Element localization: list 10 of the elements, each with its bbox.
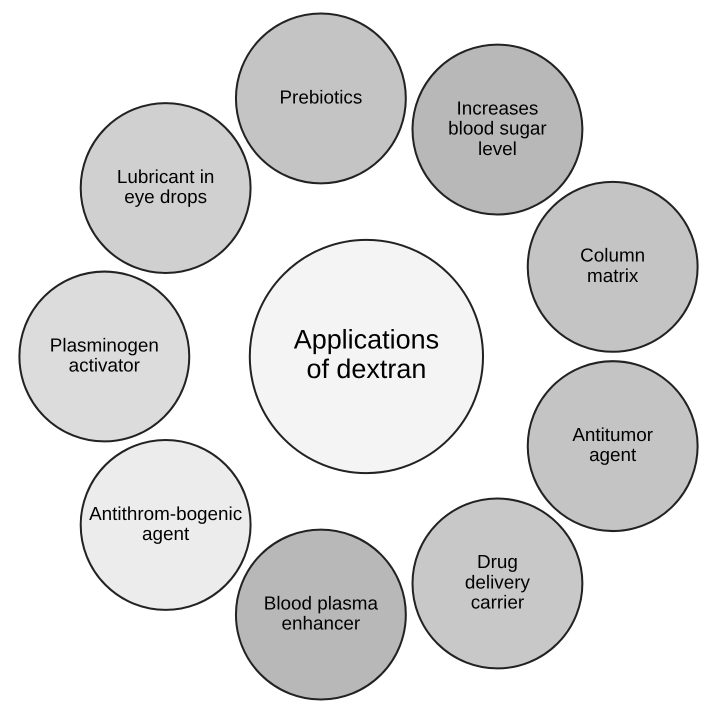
node-circle: Antithrom-bogenic agent <box>79 439 252 611</box>
node-circle: Plasminogen activator <box>18 270 190 442</box>
node-circle: Drug delivery carrier <box>411 498 583 670</box>
node-circle: Lubricant in eye drops <box>79 102 252 274</box>
node-circle: Antitumor agent <box>526 360 698 532</box>
node-circle: Column matrix <box>526 180 698 353</box>
node-circle: Increases blood sugar level <box>411 44 583 216</box>
node-circle: Blood plasma enhancer <box>234 528 406 701</box>
node-circle: Prebiotics <box>234 12 406 184</box>
node-circle: Applications of dextran <box>248 238 484 474</box>
